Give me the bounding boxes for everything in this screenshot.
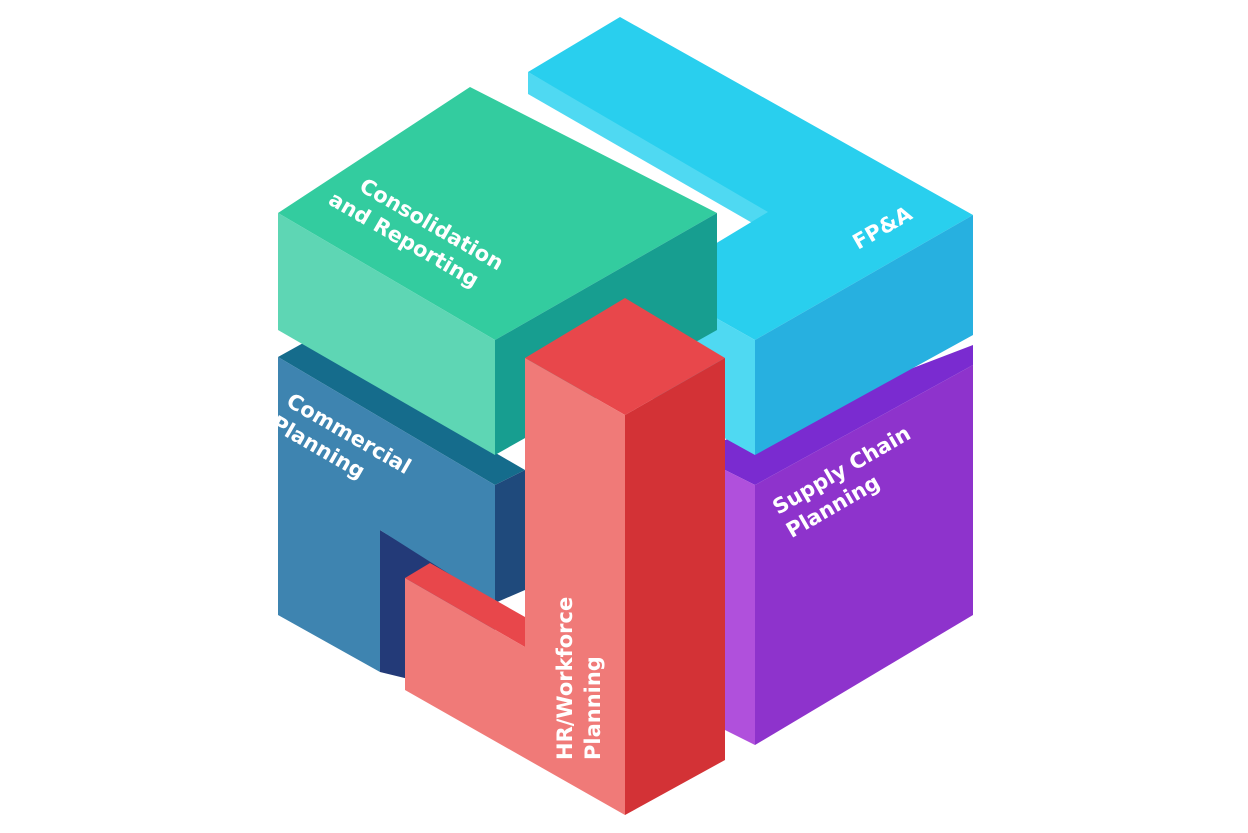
label-hr-workforce: HR/Workforce Planning — [553, 589, 605, 760]
block-hr-workforce-planning — [405, 298, 725, 815]
block-supply-chain-planning — [725, 345, 973, 745]
